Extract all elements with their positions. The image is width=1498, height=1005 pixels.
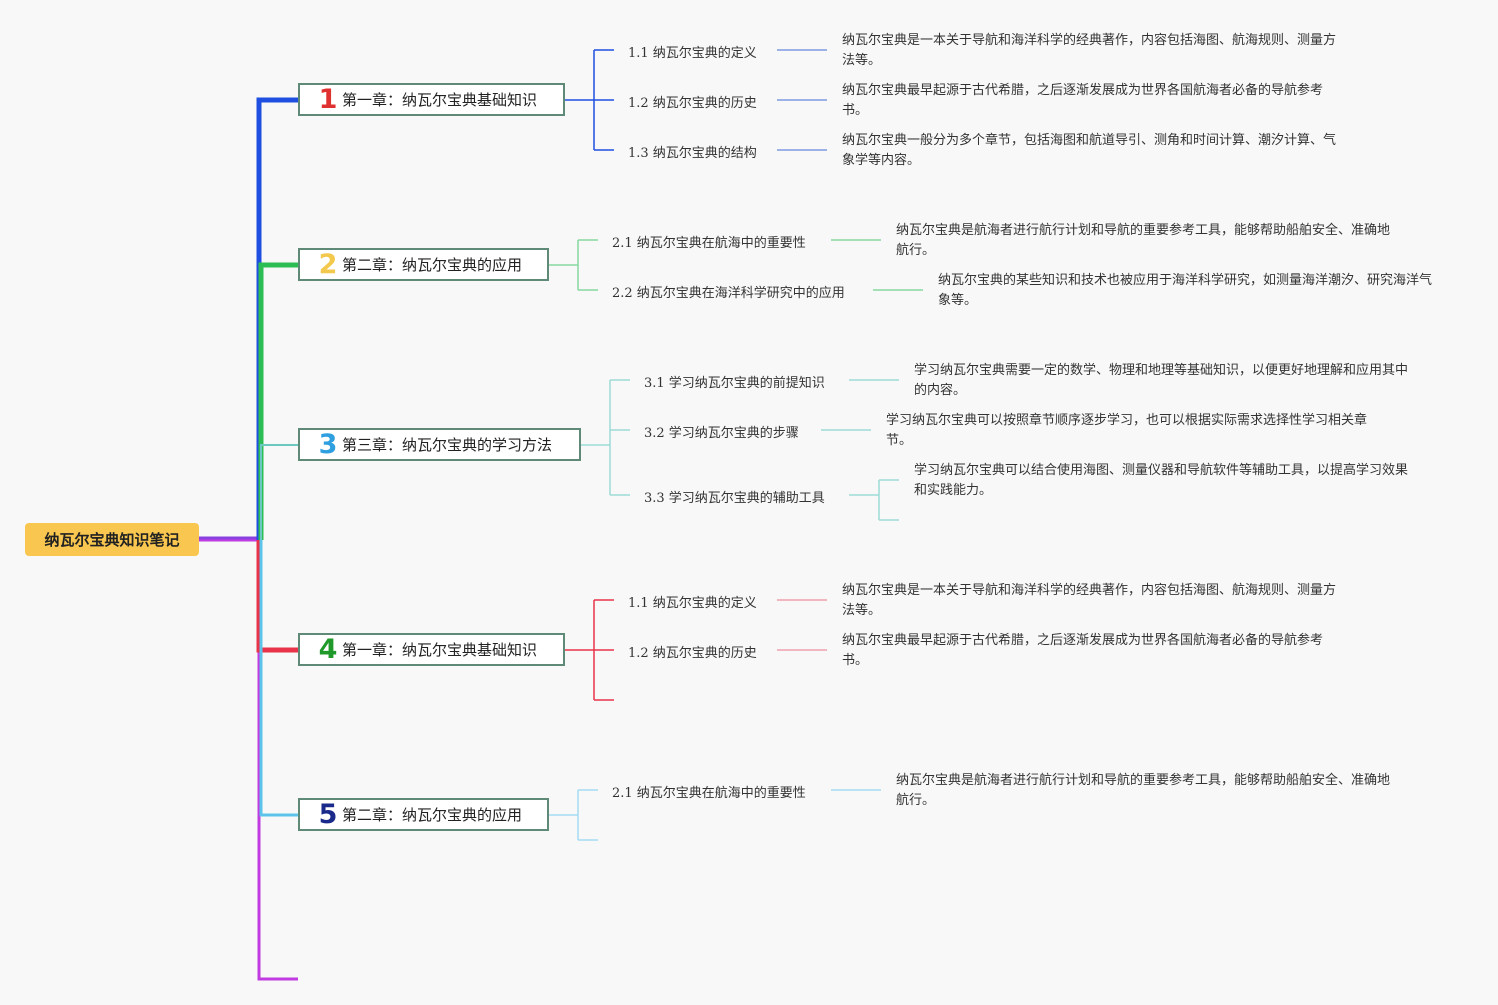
subtopic-1-3[interactable]: 1.3 纳瓦尔宝典的结构 bbox=[628, 146, 757, 161]
root-topic[interactable]: 纳瓦尔宝典知识笔记 bbox=[25, 523, 199, 556]
note-1-2: 纳瓦尔宝典最早起源于古代希腊，之后逐渐发展成为世界各国航海者必备的导航参考书。 bbox=[842, 83, 1324, 118]
chapter-title-2: 第二章：纳瓦尔宝典的应用 bbox=[342, 256, 523, 274]
subtopic-4-1[interactable]: 1.1 纳瓦尔宝典的定义 bbox=[628, 596, 757, 611]
subtopic-5-1[interactable]: 2.1 纳瓦尔宝典在航海中的重要性 bbox=[612, 786, 806, 801]
note-4-2: 纳瓦尔宝典最早起源于古代希腊，之后逐渐发展成为世界各国航海者必备的导航参考书。 bbox=[842, 633, 1324, 668]
branch-line-1 bbox=[256, 97, 298, 540]
chapter-node-5[interactable]: 5 第二章：纳瓦尔宝典的应用 bbox=[298, 798, 549, 831]
chapter-node-1[interactable]: 1 第一章：纳瓦尔宝典基础知识 bbox=[298, 83, 565, 116]
sub-branch-3 bbox=[581, 379, 630, 496]
branch-line-4 bbox=[256, 540, 298, 653]
subtopic-2-1[interactable]: 2.1 纳瓦尔宝典在航海中的重要性 bbox=[612, 236, 806, 251]
leaf-line-3-3 bbox=[849, 479, 899, 521]
chapter-number-4: 4 bbox=[318, 634, 338, 665]
subtopic-1-2[interactable]: 1.2 纳瓦尔宝典的历史 bbox=[628, 96, 757, 111]
chapter-number-3: 3 bbox=[318, 429, 338, 460]
chapter-title-3: 第三章：纳瓦尔宝典的学习方法 bbox=[342, 436, 553, 454]
note-3-3: 学习纳瓦尔宝典可以结合使用海图、测量仪器和导航软件等辅助工具，以提高学习效果和实… bbox=[914, 463, 1409, 498]
sub-branch-5 bbox=[549, 789, 598, 841]
subtopic-4-2[interactable]: 1.2 纳瓦尔宝典的历史 bbox=[628, 646, 757, 661]
chapter-node-2[interactable]: 2 第二章：纳瓦尔宝典的应用 bbox=[298, 248, 549, 281]
branch-line-2 bbox=[258, 262, 298, 540]
chapter-number-2: 2 bbox=[318, 249, 338, 280]
chapter-title-5: 第二章：纳瓦尔宝典的应用 bbox=[342, 806, 523, 824]
branch-line-5 bbox=[259, 540, 298, 817]
branch-line-3 bbox=[260, 444, 298, 540]
subtopic-3-1[interactable]: 3.1 学习纳瓦尔宝典的前提知识 bbox=[644, 376, 825, 391]
note-3-1: 学习纳瓦尔宝典需要一定的数学、物理和地理等基础知识，以便更好地理解和应用其中的内… bbox=[914, 363, 1409, 398]
sub-branch-4 bbox=[565, 599, 614, 701]
chapter-number-5: 5 bbox=[318, 799, 338, 830]
chapter-number-1: 1 bbox=[318, 84, 338, 115]
subtopic-1-1[interactable]: 1.1 纳瓦尔宝典的定义 bbox=[628, 46, 757, 61]
chapter-title-1: 第一章：纳瓦尔宝典基础知识 bbox=[342, 91, 538, 109]
subtopic-3-3[interactable]: 3.3 学习纳瓦尔宝典的辅助工具 bbox=[644, 491, 825, 506]
sub-branch-1 bbox=[565, 49, 614, 151]
note-2-1: 纳瓦尔宝典是航海者进行航行计划和导航的重要参考工具，能够帮助船舶安全、准确地航行… bbox=[896, 223, 1391, 258]
trunk-line bbox=[199, 538, 298, 981]
note-3-2: 学习纳瓦尔宝典可以按照章节顺序逐步学习，也可以根据实际需求选择性学习相关章节。 bbox=[886, 413, 1368, 448]
note-4-1: 纳瓦尔宝典是一本关于导航和海洋科学的经典著作，内容包括海图、航海规则、测量方法等… bbox=[842, 583, 1337, 618]
subtopic-2-2[interactable]: 2.2 纳瓦尔宝典在海洋科学研究中的应用 bbox=[612, 286, 845, 301]
note-1-3: 纳瓦尔宝典一般分为多个章节，包括海图和航道导引、测角和时间计算、潮汐计算、气象学… bbox=[842, 133, 1337, 168]
chapter-node-4[interactable]: 4 第一章：纳瓦尔宝典基础知识 bbox=[298, 633, 565, 666]
note-1-1: 纳瓦尔宝典是一本关于导航和海洋科学的经典著作，内容包括海图、航海规则、测量方法等… bbox=[842, 33, 1337, 68]
note-5-1: 纳瓦尔宝典是航海者进行航行计划和导航的重要参考工具，能够帮助船舶安全、准确地航行… bbox=[896, 773, 1391, 808]
subtopic-3-2[interactable]: 3.2 学习纳瓦尔宝典的步骤 bbox=[644, 426, 799, 441]
chapter-title-4: 第一章：纳瓦尔宝典基础知识 bbox=[342, 641, 538, 659]
sub-branch-2 bbox=[549, 239, 598, 291]
note-2-2: 纳瓦尔宝典的某些知识和技术也被应用于海洋科学研究，如测量海洋潮汐、研究海洋气象等… bbox=[938, 273, 1433, 308]
chapter-node-3[interactable]: 3 第三章：纳瓦尔宝典的学习方法 bbox=[298, 428, 581, 461]
